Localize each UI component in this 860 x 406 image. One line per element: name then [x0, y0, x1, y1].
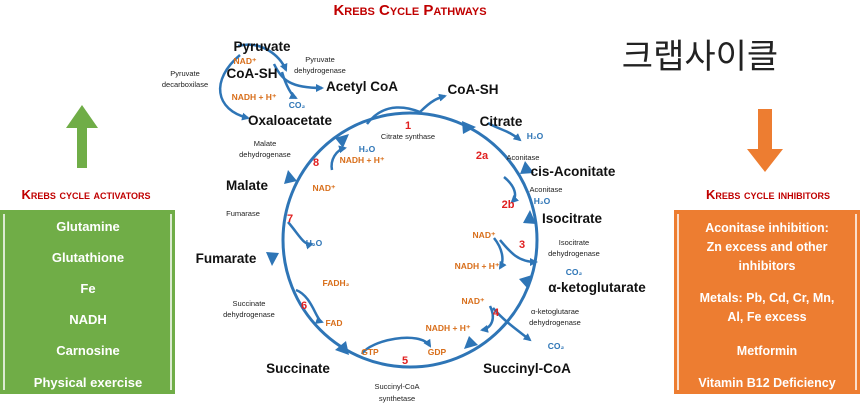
metabolite-alpha-kg: α-ketoglutarate [548, 280, 646, 295]
enzyme-succinyl-coa-synthetase-2: synthetase [379, 394, 415, 403]
inhibitors-panel: Krebs cycle inhibitors Aconitase inhibit… [674, 109, 860, 394]
step-3: 3 [519, 239, 525, 251]
cofactor-h2o-2a: H₂O [527, 131, 544, 141]
page-title: Krebs Cycle Pathways [333, 2, 486, 19]
enzyme-akg-dehydrogenase-2: dehydrogenase [529, 318, 581, 327]
enzyme-pyruvate-decarboxilase-2: decarboxilase [162, 80, 208, 89]
ring-arrow-succinyl [464, 336, 478, 349]
cofactor-h2o-7: H₂O [306, 238, 323, 248]
step-8: 8 [313, 157, 319, 169]
ring-arrow-akg [519, 275, 532, 289]
inhibitor-item-1-line-1: Aconitase inhibition: [705, 221, 829, 235]
cofactor-curves [218, 43, 538, 355]
inhibitor-item-2-line-2: Al, Fe excess [727, 310, 806, 324]
ring-arrow-isocitrate [523, 210, 536, 224]
enzyme-aconitase-b: Aconitase [530, 185, 563, 194]
enzyme-succinate-dehydrogenase-2: dehydrogenase [223, 310, 275, 319]
activators-box [0, 210, 175, 394]
enzyme-malate-dehydrogenase-2: dehydrogenase [239, 150, 291, 159]
cofactor-nadh-3: NADH + H⁺ [455, 261, 500, 271]
metabolite-succinate: Succinate [266, 361, 330, 376]
enzyme-pyruvate-decarboxilase-1: Pyruvate [170, 69, 200, 78]
metabolite-oxaloacetate: Oxaloacetate [248, 113, 333, 128]
enzyme-succinate-dehydrogenase-1: Succinate [233, 299, 266, 308]
enzyme-citrate-synthase: Citrate synthase [381, 132, 435, 141]
arrow-down-icon [747, 109, 783, 172]
step-5: 5 [402, 355, 408, 367]
activator-item: Fe [80, 281, 95, 296]
cofactor-h2o-2b: H₂O [534, 196, 551, 206]
activator-item: Carnosine [56, 343, 120, 358]
enzyme-isocitrate-dehydrogenase-1: Isocitrate [559, 238, 589, 247]
ring-arrow-citrate [462, 121, 476, 134]
activators-heading: Krebs cycle activators [21, 187, 150, 202]
metabolite-pyruvate: Pyruvate [233, 39, 291, 54]
ring-arrow-fumarate [266, 252, 279, 266]
enzyme-akg-dehydrogenase-1: α-ketoglutarae [531, 307, 579, 316]
step-4: 4 [493, 307, 500, 319]
enzyme-malate-dehydrogenase-1: Malate [254, 139, 277, 148]
cycle-direction-arrows [266, 121, 536, 355]
metabolite-isocitrate: Isocitrate [542, 211, 603, 226]
cofactor-nad-top: NAD⁺ [234, 56, 257, 66]
inhibitor-item-1-line-2: Zn excess and other [707, 240, 828, 254]
arrow-up-icon [66, 105, 98, 168]
cofactor-nadh-8: NADH + H⁺ [340, 155, 385, 165]
enzyme-isocitrate-dehydrogenase-2: dehydrogenase [548, 249, 600, 258]
inhibitor-item-1-line-3: inhibitors [739, 259, 796, 273]
inhibitor-item-2-line-1: Metals: Pb, Cd, Cr, Mn, [700, 291, 835, 305]
inhibitor-item-3: Metformin [737, 344, 797, 358]
inhibitors-heading: Krebs cycle inhibitors [706, 187, 830, 202]
metabolite-cis-aconitate: cis-Aconitate [531, 164, 616, 179]
step-7: 7 [287, 213, 293, 225]
step-2a: 2a [476, 150, 489, 162]
cofactor-co2-top: CO₂ [289, 100, 306, 110]
cofactor-fadh2: FADH₂ [323, 278, 350, 288]
cofactor-gtp: GTP [361, 347, 379, 357]
ring-arrow-cis-aconitate [520, 161, 534, 174]
ring-arrow-malate [284, 170, 297, 184]
cofactor-nad-4: NAD⁺ [462, 296, 485, 306]
korean-title: 크랩사이클 [622, 37, 778, 77]
enzyme-aconitase-a: Aconitase [507, 153, 540, 162]
activator-item: Glutamine [56, 219, 120, 234]
activator-item: Glutathione [52, 250, 124, 265]
cofactor-co2-3: CO₂ [566, 267, 583, 277]
enzyme-fumarase: Fumarase [226, 209, 260, 218]
cofactor-fad: FAD [326, 318, 343, 328]
enzyme-succinyl-coa-synthetase-1: Succinyl-CoA [374, 382, 419, 391]
metabolite-malate: Malate [226, 178, 269, 193]
metabolite-succinyl-coa: Succinyl-CoA [483, 361, 571, 376]
ring-arrow-oxaloacetate [335, 134, 349, 148]
cofactor-nadh-4: NADH + H⁺ [426, 323, 471, 333]
ring-arrow-succinate [335, 341, 349, 355]
activators-panel: Krebs cycle activators Glutamine Glutath… [0, 105, 175, 394]
cofactor-nad-8: NAD⁺ [313, 183, 336, 193]
enzyme-pyruvate-dehydrogenase-1: Pyruvate [305, 55, 335, 64]
cofactor-gdp: GDP [428, 347, 447, 357]
step-2b: 2b [502, 199, 515, 211]
cofactor-nad-3: NAD⁺ [473, 230, 496, 240]
enzyme-pyruvate-dehydrogenase-2: dehydrogenase [294, 66, 346, 75]
cycle-ring [281, 111, 539, 369]
inhibitors-box [674, 210, 860, 394]
metabolite-coash-right: CoA-SH [448, 82, 499, 97]
cofactor-h2o-citrate: H₂O [359, 144, 376, 154]
step-1: 1 [405, 120, 411, 132]
activator-item: NADH [69, 312, 107, 327]
metabolite-acetyl-coa: Acetyl CoA [326, 79, 398, 94]
metabolite-coash-top: CoA-SH [227, 66, 278, 81]
step-6: 6 [301, 300, 307, 312]
cofactor-nadh-top: NADH + H⁺ [232, 92, 277, 102]
activator-item: Physical exercise [34, 375, 142, 390]
metabolite-fumarate: Fumarate [196, 251, 257, 266]
inhibitor-item-4: Vitamin B12 Deficiency [698, 376, 835, 390]
cofactor-co2-4: CO₂ [548, 341, 565, 351]
metabolite-citrate: Citrate [480, 114, 523, 129]
